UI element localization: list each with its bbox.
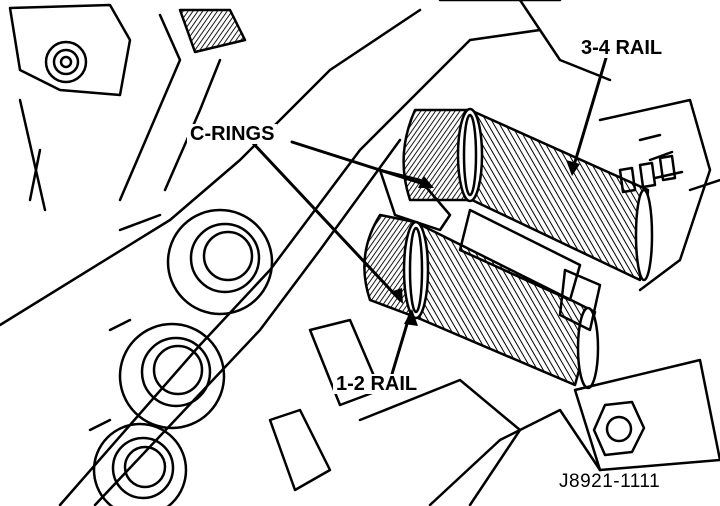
housing-boss xyxy=(8,3,132,212)
shift-rail-12 xyxy=(363,213,600,390)
arrowheads xyxy=(390,160,580,326)
top-stud xyxy=(118,8,247,202)
casting-bores xyxy=(88,208,274,506)
right-bracket xyxy=(598,98,720,292)
leader-c-rings-upper xyxy=(290,140,432,188)
rail-12-label: 1-2 RAIL xyxy=(333,374,421,394)
leader-rail-34 xyxy=(570,56,608,174)
rail-34-label: 3-4 RAIL xyxy=(578,38,666,58)
shift-rail-34 xyxy=(402,107,654,282)
figure-id: J8921-1111 xyxy=(556,472,664,491)
hex-bolt xyxy=(573,358,720,472)
leader-c-rings-lower xyxy=(250,140,402,302)
center-block xyxy=(378,168,602,332)
c-rings-label: C-RINGS xyxy=(187,124,278,144)
